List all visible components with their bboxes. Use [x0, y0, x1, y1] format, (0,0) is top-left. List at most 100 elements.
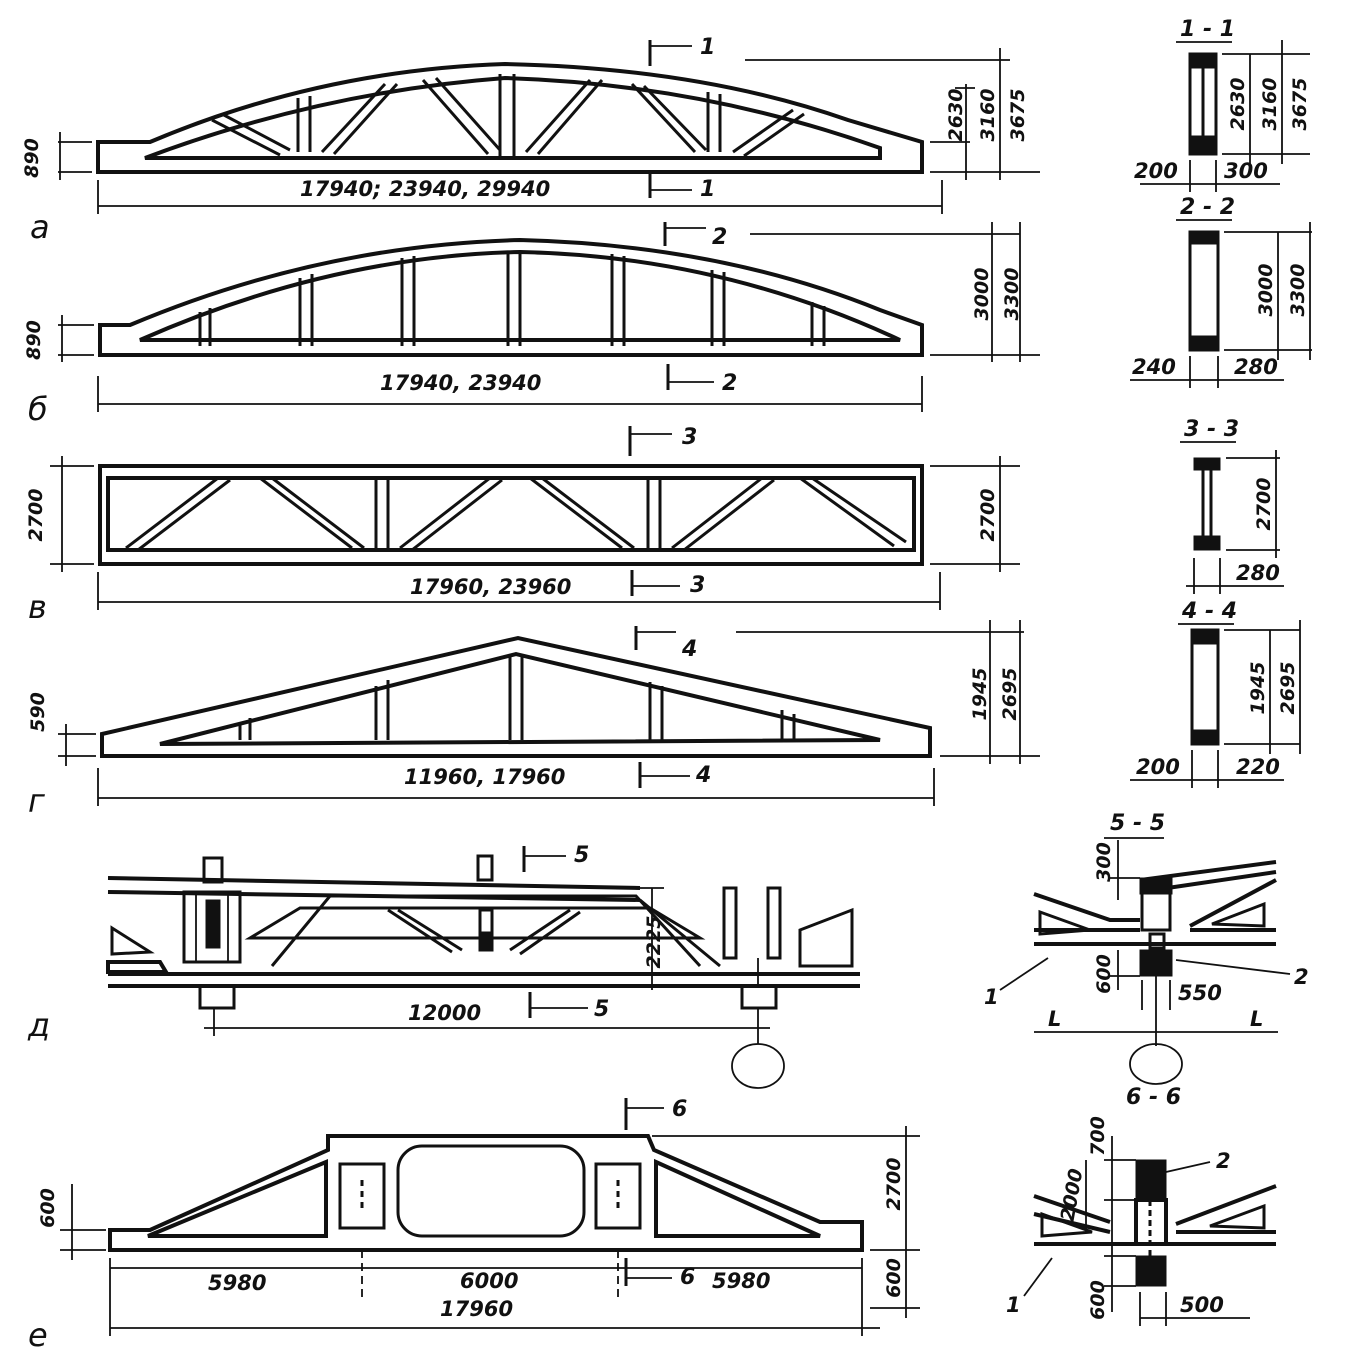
section-6-6: 700 2000 600 500 2 1: [1006, 1116, 1277, 1326]
truss-g-label: г: [28, 782, 45, 820]
truss-g-cut-mark-top: 4: [634, 626, 697, 662]
section-5-5-dim-3: 550: [1178, 981, 1222, 1005]
section-6-6-dim-1: 700: [1087, 1116, 1109, 1156]
truss-d-column-right: [722, 886, 782, 1010]
section-6-6-callout-2: 2: [1216, 1149, 1231, 1173]
truss-d-column-left: [182, 856, 242, 1010]
truss-v-cut-label-top: 3: [682, 425, 697, 450]
truss-d-height: 2225: [643, 916, 665, 969]
section-5-5-span-right: L: [1250, 1007, 1263, 1031]
truss-e-height-2: 600: [883, 1258, 905, 1298]
section-5-5-dim-2: 600: [1093, 954, 1115, 994]
truss-v-outline: [98, 464, 924, 566]
truss-d-span: 12000: [408, 1001, 481, 1025]
truss-a: 1 1 17940; 23940, 29940 890 2630 3160 36…: [21, 35, 1040, 246]
truss-d-cut-label-bottom: 5: [594, 997, 609, 1022]
truss-v-span: 17960, 23960: [410, 575, 571, 599]
truss-e: 6 6 5980 6000 5980 17960 600 2700 600 е: [28, 1097, 920, 1354]
truss-e-segment-left: 5980: [208, 1271, 266, 1295]
section-4-4: 4 - 4 1945 2695 200 220: [1130, 599, 1301, 788]
truss-a-cut-mark-top: 1: [648, 35, 715, 66]
truss-d-cut-mark-top: 5: [522, 843, 589, 872]
section-4-4-height-2: 2695: [1277, 662, 1299, 715]
truss-a-cut-mark-bottom: 1: [648, 174, 715, 202]
section-2-2-title: 2 - 2: [1180, 195, 1235, 220]
section-1-1-height-2: 3160: [1259, 78, 1281, 131]
truss-v-end-height: 2700: [25, 489, 47, 542]
section-1-1-height-3: 3675: [1289, 78, 1311, 131]
truss-a-cut-label-top: 1: [700, 35, 715, 60]
section-5-5: 5 - 5: [984, 811, 1309, 1110]
truss-v-cut-label-bottom: 3: [690, 573, 705, 598]
truss-b-span: 17940, 23940: [380, 371, 541, 395]
truss-e-total: 17960: [440, 1297, 513, 1321]
truss-d: 5 5 12000 2225 д: [27, 843, 860, 1089]
truss-a-span: 17940; 23940, 29940: [300, 177, 550, 201]
section-5-5-callout-2: 2: [1294, 965, 1309, 989]
section-1-1: 1 - 1 2630 3160 3675 200 300: [1134, 17, 1311, 192]
truss-v: 3 3 17960, 23960 2700 2700 в: [25, 425, 1020, 626]
truss-g-cut-mark-bottom: 4: [638, 762, 711, 788]
section-5-5-dim-1: 300: [1093, 842, 1115, 882]
truss-g-span: 11960, 17960: [404, 765, 565, 789]
section-4-4-height-1: 1945: [1247, 662, 1269, 715]
truss-a-height-2: 3160: [977, 89, 999, 142]
truss-e-height-1: 2700: [883, 1158, 905, 1211]
truss-g-posts: [238, 654, 796, 740]
section-5-5-callout-1: 1: [984, 985, 999, 1009]
section-6-6-title: 6 - 6: [1126, 1085, 1181, 1110]
truss-v-label: в: [28, 588, 47, 626]
section-2-2-height-2: 3300: [1287, 264, 1309, 317]
truss-v-cut-mark-top: 3: [628, 425, 697, 456]
truss-b: 2 2 17940, 23940 890 3000 3300 б: [23, 222, 1040, 428]
section-3-3: 3 - 3 2700 280: [1180, 417, 1284, 594]
truss-e-cut-label-bottom: 6: [680, 1265, 695, 1290]
truss-b-label: б: [28, 390, 48, 428]
truss-a-label: а: [30, 208, 50, 246]
truss-v-height-1: 2700: [977, 489, 999, 542]
truss-d-cut-mark-bottom: 5: [528, 992, 609, 1022]
truss-b-cut-mark-top: 2: [663, 222, 727, 250]
truss-a-end-height: 890: [21, 138, 43, 178]
truss-d-cut-label-top: 5: [574, 843, 589, 868]
truss-d-label: д: [27, 1006, 50, 1044]
truss-g-dimensions: [58, 620, 1040, 806]
truss-e-label: е: [28, 1316, 48, 1354]
section-6-6-callout-1: 1: [1006, 1293, 1021, 1317]
section-3-3-width-1: 280: [1236, 561, 1280, 585]
section-2-2: 2 - 2 3000 3300 240 280: [1130, 195, 1312, 388]
section-2-2-width-1: 240: [1132, 355, 1176, 379]
truss-a-dimensions: [58, 48, 1040, 214]
truss-b-height-2: 3300: [1001, 268, 1023, 321]
truss-e-bays: [338, 1144, 642, 1238]
truss-g-cut-label-top: 4: [681, 637, 697, 662]
section-4-4-width-2: 220: [1236, 755, 1280, 779]
truss-g-height-1: 1945: [969, 668, 991, 721]
truss-v-cut-mark-bottom: 3: [630, 570, 705, 598]
truss-a-height-3: 3675: [1007, 89, 1029, 142]
truss-d-web: [110, 894, 854, 968]
truss-b-outline: [98, 237, 924, 357]
truss-b-end-height: 890: [23, 320, 45, 360]
section-2-2-width-2: 280: [1234, 355, 1278, 379]
truss-g-height-2: 2695: [999, 668, 1021, 721]
truss-e-cut-label-top: 6: [672, 1097, 687, 1122]
truss-b-cut-label-top: 2: [712, 225, 727, 250]
section-4-4-title: 4 - 4: [1181, 599, 1237, 624]
truss-e-segment-mid: 6000: [460, 1269, 518, 1293]
section-1-1-width-1: 200: [1134, 159, 1178, 183]
truss-a-web: [211, 74, 805, 158]
truss-e-segment-right: 5980: [712, 1269, 770, 1293]
section-6-6-dim-3: 600: [1087, 1280, 1109, 1320]
truss-d-dimensions: [204, 887, 785, 1089]
truss-b-cut-mark-bottom: 2: [666, 364, 737, 396]
section-3-3-title: 3 - 3: [1184, 417, 1239, 442]
truss-g-end-height: 590: [27, 692, 49, 732]
truss-a-cut-label-bottom: 1: [700, 177, 715, 202]
truss-a-height-1: 2630: [945, 89, 967, 142]
section-1-1-height-1: 2630: [1227, 78, 1249, 131]
truss-g: 4 4 11960, 17960 590 1945 2695 г: [27, 620, 1040, 820]
section-1-1-title: 1 - 1: [1180, 17, 1235, 42]
truss-g-outline: [100, 635, 932, 758]
